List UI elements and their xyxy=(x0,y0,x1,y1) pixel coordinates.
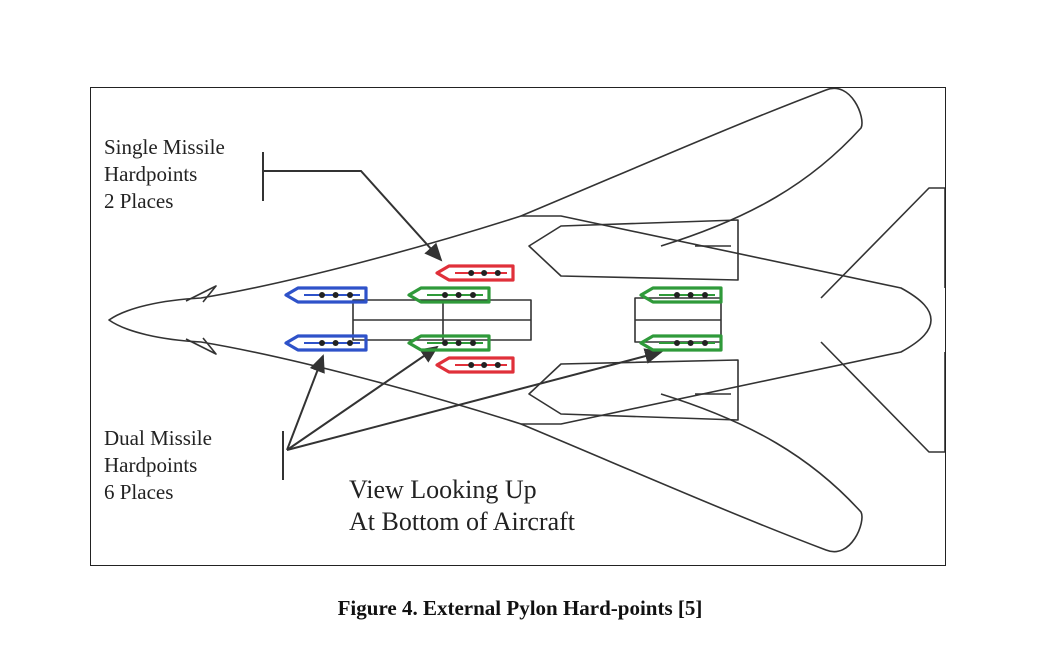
lower-tail-outline xyxy=(820,341,945,453)
lower-canard-outline xyxy=(185,337,217,355)
figure-frame: Single Missile Hardpoints 2 Places Dual … xyxy=(90,87,946,566)
hardpoints-layer xyxy=(284,264,723,374)
single-hardpoint-lower xyxy=(435,356,515,374)
fuselage-outline xyxy=(108,215,932,425)
lower-wing-outline xyxy=(520,393,863,553)
aircraft-outline xyxy=(108,88,945,553)
figure-caption: Figure 4. External Pylon Hard-points [5] xyxy=(337,596,703,620)
aircraft-diagram xyxy=(108,88,945,553)
dual-hardpoint-forward-upper xyxy=(284,286,368,304)
upper-nacelle-outline xyxy=(528,219,739,281)
dual-hardpoint-mid-lower xyxy=(407,334,491,352)
single-hardpoint-upper xyxy=(435,264,515,282)
dual-hardpoint-mid-upper xyxy=(407,286,491,304)
upper-wing-outline xyxy=(520,88,863,247)
upper-canard-outline xyxy=(185,285,217,303)
dual-hardpoint-aft-lower xyxy=(639,334,723,352)
lower-nacelle-outline xyxy=(528,359,739,421)
dual-hardpoint-forward-lower xyxy=(284,334,368,352)
dual-hardpoint-aft-upper xyxy=(639,286,723,304)
callout-arrows xyxy=(262,152,663,480)
view-label: View Looking Up At Bottom of Aircraft xyxy=(349,475,576,536)
single-missile-label: Single Missile Hardpoints 2 Places xyxy=(104,135,225,213)
upper-tail-outline xyxy=(820,187,945,299)
dual-missile-label: Dual Missile Hardpoints 6 Places xyxy=(104,426,212,504)
